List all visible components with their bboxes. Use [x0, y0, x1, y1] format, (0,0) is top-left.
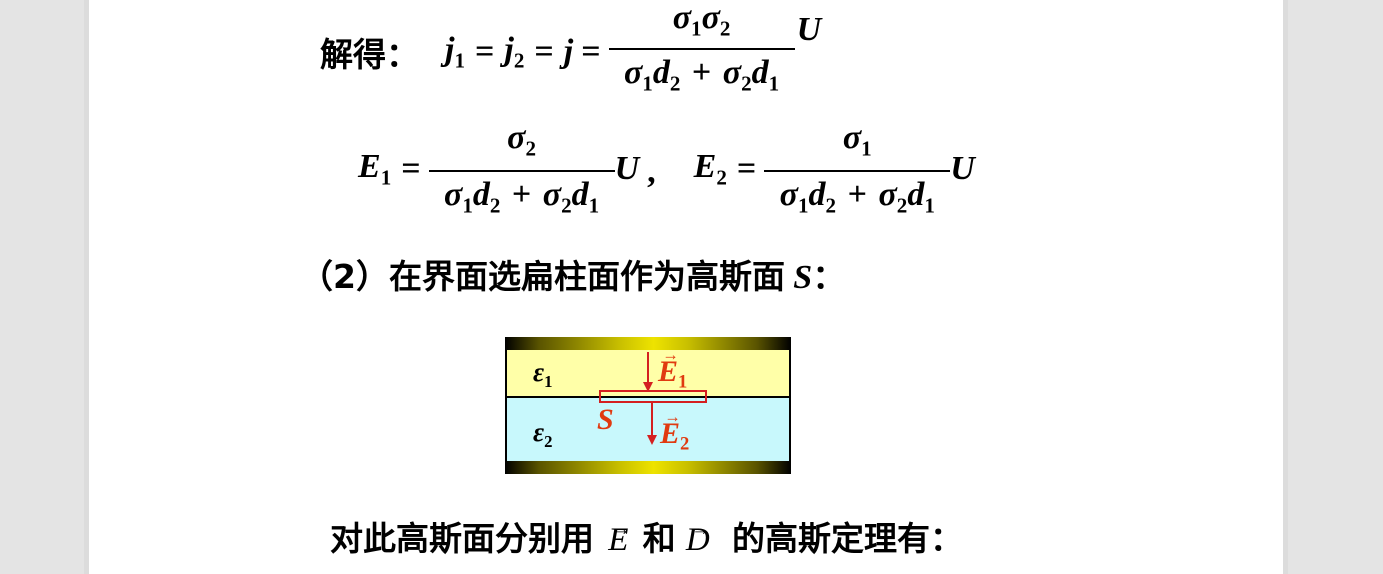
- page-shadow-left: [84, 0, 89, 574]
- solution-label: 解得：: [320, 35, 419, 74]
- document-page: [89, 0, 1283, 574]
- equals-sign: =: [475, 33, 495, 70]
- fraction: σ1σ2 σ1d2 + σ2d1: [608, 0, 795, 106]
- field-E1-label: E1: [658, 355, 687, 394]
- denominator: σ1d2 + σ2d1: [779, 176, 935, 218]
- E2: E2: [693, 147, 727, 190]
- denominator: σ1d2 + σ2d1: [623, 54, 780, 96]
- epsilon-1-label: ε1: [533, 357, 553, 391]
- j2: j2: [504, 30, 525, 73]
- field-arrow-1-icon: [643, 352, 653, 392]
- statement-text: 的高斯定理有：: [732, 519, 964, 558]
- colon: ：: [812, 257, 846, 296]
- step-text: 在界面选扁柱面作为高斯面: [388, 257, 785, 296]
- field-arrow-2-icon: [647, 403, 657, 445]
- gauss-surface-box: [599, 390, 707, 403]
- fraction-bar: [428, 170, 615, 172]
- voltage-U: U: [950, 150, 975, 187]
- numerator: σ1σ2: [672, 0, 731, 40]
- page-shadow-right: [1283, 0, 1288, 574]
- fraction: σ1 σ1d2 + σ2d1: [764, 116, 951, 229]
- fraction: σ2 σ1d2 + σ2d1: [428, 116, 615, 229]
- statement-text: 对此高斯面分别用: [330, 519, 594, 558]
- dielectric-layer-2: [507, 398, 789, 461]
- voltage-U: U: [614, 150, 640, 187]
- j1: j1: [445, 30, 465, 73]
- fraction-bar: [608, 48, 795, 50]
- voltage-U: U: [796, 11, 822, 48]
- equals-sign: =: [401, 150, 421, 187]
- and-text: 和: [642, 519, 676, 558]
- equation-current-density: 解得： j1 = j2 = j = σ1σ2 σ1d2 + σ2d1 U: [320, 0, 822, 100]
- step-number: （2）: [300, 257, 389, 296]
- j: j: [563, 33, 574, 70]
- equals-sign: =: [736, 150, 757, 187]
- comma: ,: [647, 153, 656, 190]
- numerator: σ2: [507, 118, 537, 160]
- capacitor-plate-bottom: [505, 461, 791, 474]
- vector-D: D: [686, 517, 710, 563]
- denominator: σ1d2 + σ2d1: [444, 176, 600, 218]
- gauss-surface-diagram: ε1 ε2 E1 S E2: [505, 337, 791, 474]
- numerator: σ1: [842, 118, 872, 160]
- surface-symbol: S: [793, 259, 813, 296]
- E1: E1: [358, 147, 392, 190]
- field-E2-label: E2: [660, 417, 689, 456]
- surface-S-label: S: [597, 403, 614, 436]
- equals-sign: =: [581, 33, 601, 70]
- epsilon-2-label: ε2: [533, 417, 553, 451]
- gauss-theorem-statement: 对此高斯面分别用 E 和 D 的高斯定理有：: [330, 516, 963, 563]
- step2-heading: （2）在界面选扁柱面作为高斯面 S ：: [300, 254, 845, 301]
- equals-sign: =: [534, 33, 554, 70]
- equation-field-strength: E1 = σ2 σ1d2 + σ2d1 U , E2 = σ1 σ1d2 + σ…: [358, 119, 975, 222]
- capacitor-plate-top: [505, 337, 791, 350]
- vector-E: E: [608, 517, 628, 563]
- fraction-bar: [764, 170, 951, 172]
